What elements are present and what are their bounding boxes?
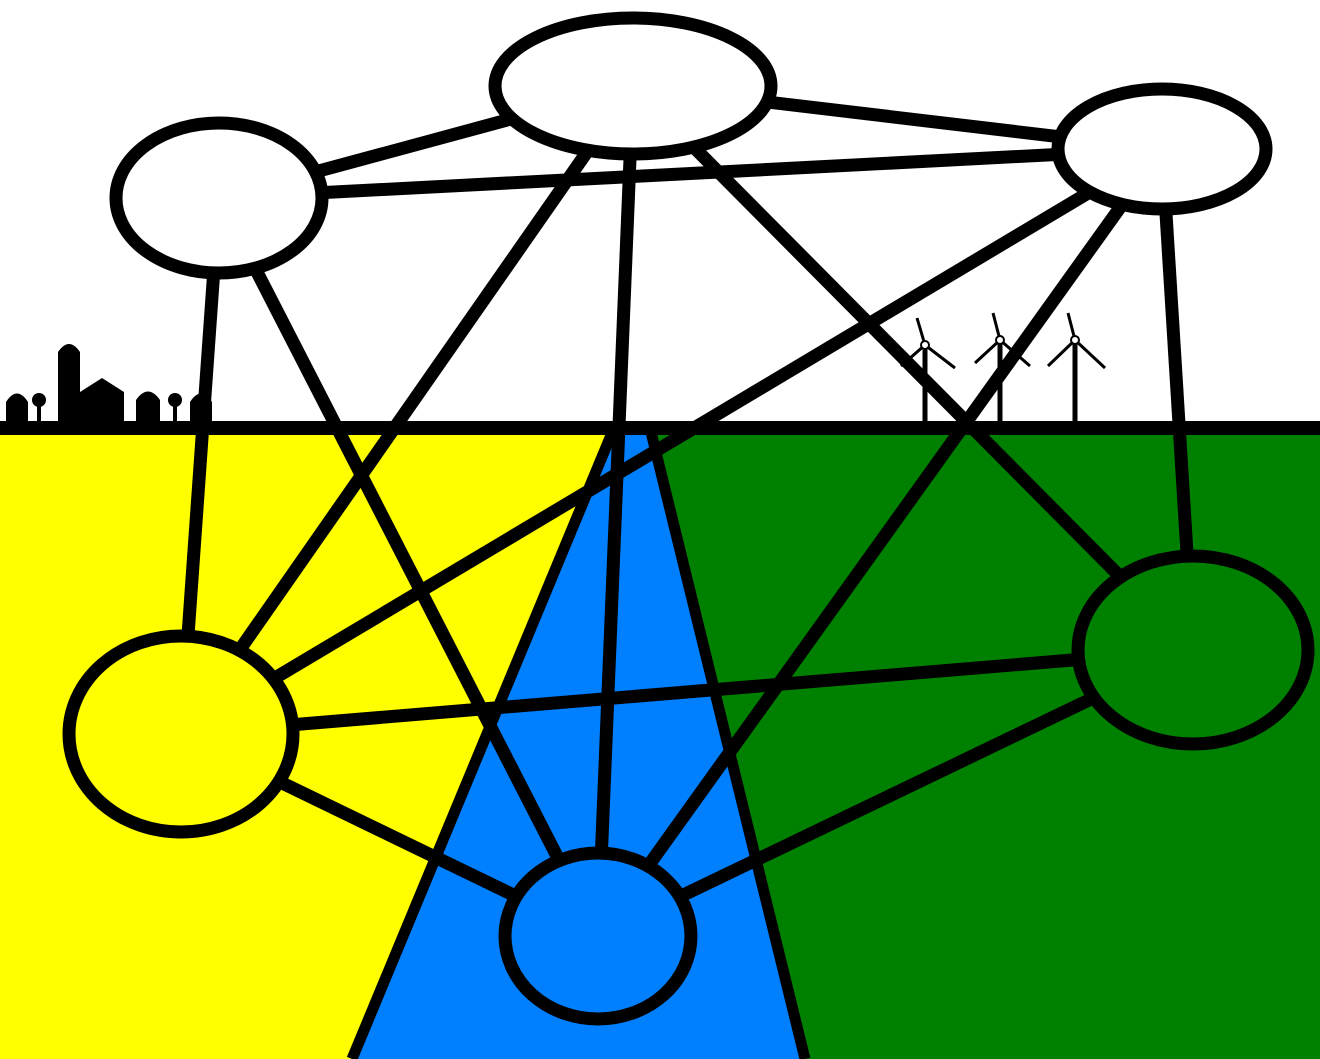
node-top-left bbox=[116, 123, 322, 273]
node-bottom-center bbox=[505, 853, 691, 1019]
node-bottom-right bbox=[1078, 556, 1308, 744]
node-top-right bbox=[1058, 89, 1266, 209]
node-top-center bbox=[495, 18, 771, 154]
node-bottom-left bbox=[69, 636, 293, 832]
